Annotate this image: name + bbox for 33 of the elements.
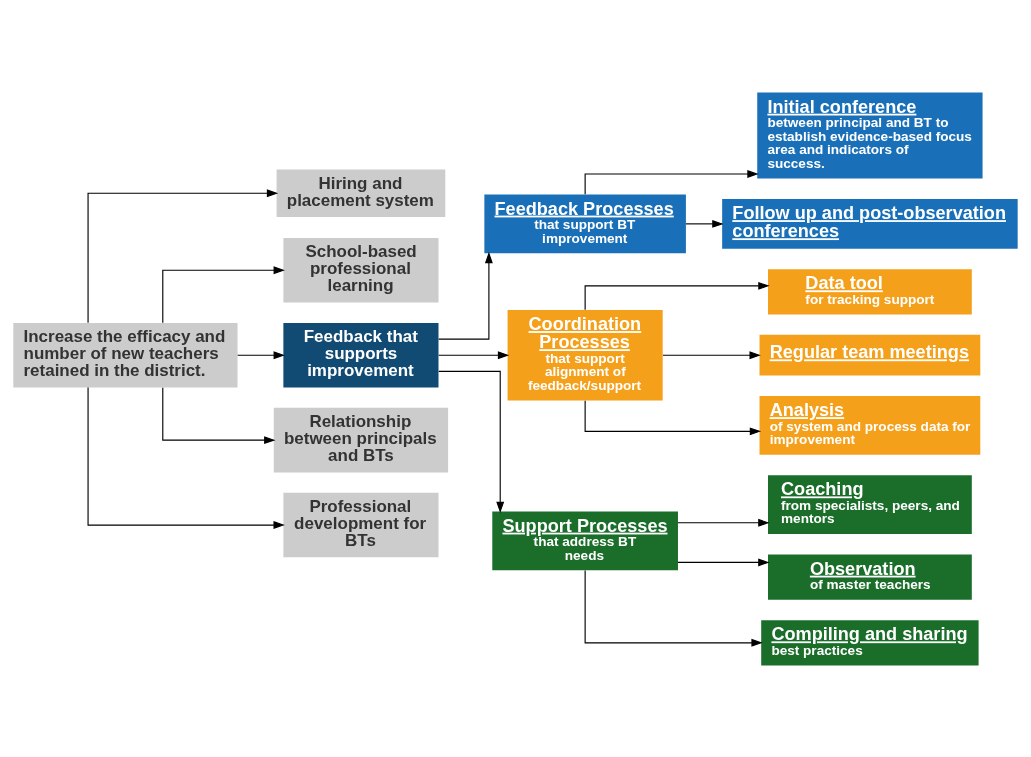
node-box: Coordination Processes that support alignment of feedback/support: [507, 309, 663, 400]
arrow: [237, 350, 285, 359]
node-box: School-based professional learning: [283, 237, 439, 303]
node-box: Observation of master teachers: [768, 554, 972, 600]
node-box: Support Processes that address BT needs: [492, 511, 678, 570]
arrow: [438, 370, 505, 513]
node-box: Analysis of system and process data for improvement: [759, 395, 981, 455]
node-box: Follow up and post-observation conferences: [722, 198, 1018, 249]
arrow: [584, 169, 759, 195]
node-box: Feedback Processes that support BT improvement: [484, 193, 686, 253]
arrow: [438, 251, 493, 340]
node-box: Data tool for tracking support: [768, 268, 972, 314]
node-box: Relationship between principals and BTs: [273, 407, 449, 472]
arrow: [584, 281, 770, 310]
arrow: [677, 518, 770, 527]
node-box: Feedback that supports improvement: [283, 322, 439, 387]
node-box: Professional development for BTs: [283, 492, 439, 557]
arrow: [162, 265, 285, 323]
node-box: Coaching from specialists, peers, and mentors: [768, 474, 972, 534]
arrow: [87, 188, 279, 323]
arrow: [584, 569, 763, 647]
node-box: Increase the efficacy and number of new teachers retained in the district.: [13, 322, 238, 387]
arrow: [162, 386, 276, 444]
node-box: Regular team meetings: [759, 334, 981, 376]
arrow: [677, 557, 770, 566]
node-box: Initial conference between principal and BT to establish evidence-based focus area and indicators of success.: [757, 92, 983, 179]
arrow: [584, 399, 762, 435]
arrow: [685, 219, 724, 228]
node-box: Hiring and placement system: [276, 169, 446, 217]
arrow: [87, 386, 285, 529]
node-box: Compiling and sharing best practices: [761, 619, 979, 665]
arrow: [438, 350, 510, 359]
arrow: [662, 350, 761, 359]
